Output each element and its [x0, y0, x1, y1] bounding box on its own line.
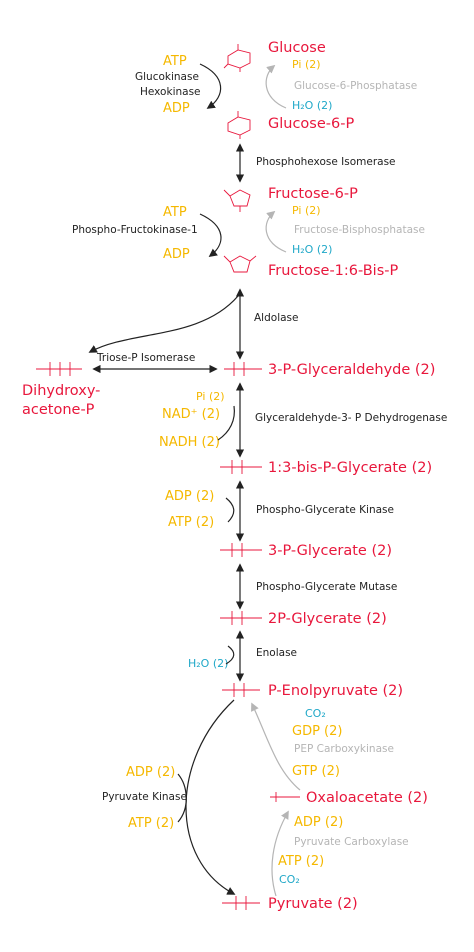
pi-fbpase-label: Pi (2): [292, 204, 321, 217]
pi-g6pase-label: Pi (2): [292, 58, 321, 71]
glyceraldehyde-structure-icon: [224, 362, 262, 376]
adp-pk-label: ADP (2): [126, 765, 175, 780]
adp-glucokinase-label: ADP: [163, 101, 190, 116]
enolase-cofactor-curve: [225, 645, 235, 665]
2-phosphoglycerate-label: 2P-Glycerate (2): [268, 611, 387, 627]
fructose-6-p-label: Fructose-6-P: [268, 186, 358, 202]
glucose-structure-icon: [223, 44, 251, 72]
dhap-label-line2: acetone-P: [22, 402, 95, 418]
pfk-arrow: [199, 213, 222, 258]
pep-structure-icon: [222, 683, 260, 697]
nad-label: NAD⁺ (2): [162, 407, 220, 422]
adp-pc-label: ADP (2): [294, 815, 343, 830]
pgk-cofactor-curve: [225, 497, 235, 523]
adp-pfk-label: ADP: [163, 247, 190, 262]
pyruvate-label: Pyruvate (2): [268, 896, 358, 912]
glucose-6-phosphatase-label: Glucose-6-Phosphatase: [294, 80, 417, 92]
water-g6pase-label: H₂O (2): [292, 99, 332, 112]
nadh-label: NADH (2): [159, 435, 220, 450]
g6pase-arrow: [265, 64, 287, 109]
oxaloacetate-label: Oxaloacetate (2): [306, 790, 428, 806]
nad-cofactor-curve: [217, 405, 235, 441]
gdp-label: GDP (2): [292, 724, 342, 739]
glucose-6-p-label: Glucose-6-P: [268, 116, 354, 132]
3-phosphoglycerate-structure-icon: [220, 543, 262, 557]
dhap-structure-icon: [36, 362, 82, 376]
water-enolase-label: H₂O (2): [188, 657, 228, 670]
dhap-label-line1: Dihydroxy-: [22, 383, 100, 399]
fructose-6-p-structure-icon: [223, 189, 251, 212]
phosphoglycerate-kinase-label: Phospho-Glycerate Kinase: [256, 504, 394, 516]
glyceraldehyde-3-p-label: 3-P-Glyceraldehyde (2): [268, 362, 435, 378]
oxaloacetate-structure-icon: [270, 792, 300, 802]
fbpase-arrow: [265, 210, 287, 253]
pk-cofactor-curve: [177, 773, 187, 823]
aldolase-dhap-arrow: [88, 295, 239, 353]
aldolase-label: Aldolase: [254, 312, 298, 324]
gapdh-label: Glyceraldehyde-3- P Dehydrogenase: [255, 412, 447, 424]
pyruvate-kinase-label: Pyruvate Kinase: [102, 791, 187, 803]
fructose-bisphosphate-label: Fructose-1:6-Bis-P: [268, 263, 398, 279]
atp-pk-label: ATP (2): [128, 816, 174, 831]
enolase-label: Enolase: [256, 647, 297, 659]
pyruvate-carboxylase-label: Pyruvate Carboxylase: [294, 836, 409, 848]
pep-label: P-Enolpyruvate (2): [268, 683, 403, 699]
gtp-label: GTP (2): [292, 764, 340, 779]
glucose-6-p-structure-icon: [227, 111, 251, 139]
bisphosphoglycerate-structure-icon: [220, 460, 262, 474]
pyruvate-structure-icon: [222, 896, 260, 910]
atp-glucokinase-label: ATP: [163, 54, 187, 69]
2-phosphoglycerate-structure-icon: [220, 611, 262, 625]
atp-pgk-label: ATP (2): [168, 515, 214, 530]
3-phosphoglycerate-label: 3-P-Glycerate (2): [268, 543, 392, 559]
pepck-arrow: [251, 702, 301, 791]
phosphohexose-isomerase-label: Phosphohexose Isomerase: [256, 156, 396, 168]
glucokinase-label: Glucokinase: [135, 71, 199, 83]
phosphofructokinase-label: Phospho-Fructokinase-1: [72, 224, 198, 236]
adp-pgk-label: ADP (2): [165, 489, 214, 504]
hexokinase-label: Hexokinase: [140, 86, 201, 98]
atp-pfk-label: ATP: [163, 205, 187, 220]
atp-pc-label: ATP (2): [278, 854, 324, 869]
hexokinase-arrow: [199, 63, 222, 109]
glucose-label: Glucose: [268, 40, 326, 56]
co2-pepck-label: CO₂: [305, 707, 326, 720]
pi-gapdh-label: Pi (2): [196, 390, 225, 403]
pep-carboxykinase-label: PEP Carboxykinase: [294, 743, 394, 755]
pyruvate-carboxylase-arrow: [271, 810, 289, 897]
pyruvate-kinase-arrow: [185, 699, 236, 895]
fructose-bisp-structure-icon: [223, 255, 257, 273]
phosphoglycerate-mutase-label: Phospho-Glycerate Mutase: [256, 581, 397, 593]
bisphosphoglycerate-label: 1:3-bis-P-Glycerate (2): [268, 460, 432, 476]
water-fbpase-label: H₂O (2): [292, 243, 332, 256]
fructose-bisphosphatase-label: Fructose-Bisphosphatase: [294, 224, 425, 236]
triose-p-isomerase-label: Triose-P Isomerase: [96, 352, 195, 364]
co2-pc-label: CO₂: [279, 873, 300, 886]
